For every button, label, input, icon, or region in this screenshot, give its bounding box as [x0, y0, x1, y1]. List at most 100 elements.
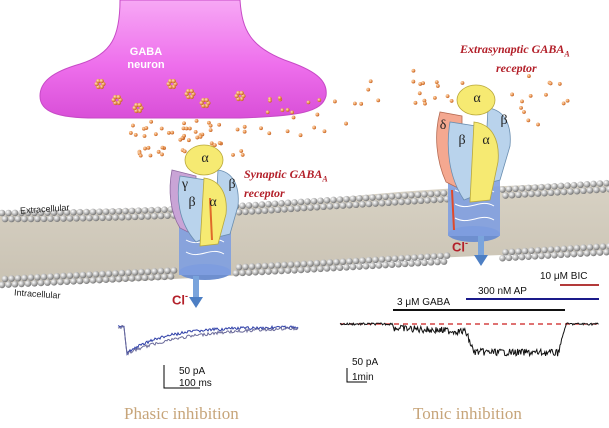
gaba-molecule	[520, 99, 524, 104]
gaba-molecule	[411, 79, 416, 84]
lipid-head	[528, 247, 535, 254]
gaba-molecule	[376, 98, 381, 103]
lipid-head	[391, 199, 399, 206]
gaba-molecule	[368, 79, 373, 84]
lipid-head	[385, 199, 392, 207]
lipid-head	[57, 209, 64, 216]
lipid-head	[339, 202, 347, 209]
lipid-head	[109, 208, 116, 215]
lipid-head	[268, 206, 275, 214]
lipid-head	[14, 274, 22, 282]
extrasynaptic-receptor	[436, 84, 511, 242]
gaba-molecule	[242, 124, 247, 129]
lipid-head	[76, 208, 84, 216]
gaba-bar-label: 3 μM GABA	[397, 297, 450, 308]
lipid-head	[505, 185, 513, 193]
lipid-head	[138, 213, 145, 220]
lipid-head	[593, 243, 600, 251]
phasic-scale-bar	[163, 365, 200, 389]
lipid-head	[5, 281, 12, 288]
lipid-head	[573, 244, 581, 252]
synaptic-receptor-label: Synaptic GABAA receptor	[244, 167, 328, 200]
vesicle-gaba	[99, 78, 104, 84]
gaba-molecule	[291, 115, 296, 120]
gaba-molecule	[290, 110, 295, 115]
lipid-head	[395, 192, 402, 200]
lipid-head	[248, 208, 256, 215]
lipid-head	[388, 193, 396, 200]
lipid-head	[24, 280, 32, 287]
lipid-head	[596, 180, 604, 187]
gaba-molecule	[460, 81, 465, 85]
lipid-head	[544, 183, 552, 191]
lipid-head	[27, 215, 35, 223]
lipid-head	[242, 263, 249, 271]
membrane-top-leaflet	[0, 179, 609, 223]
phasic-scale-labels: 50 pA 100 ms	[179, 366, 212, 390]
lipid-head	[8, 215, 15, 223]
gaba-molecule	[184, 126, 189, 131]
lipid-head	[135, 207, 142, 214]
lipid-head	[76, 277, 84, 285]
lipid-head	[541, 189, 548, 197]
vesicle-gaba	[99, 84, 104, 90]
lipid-head	[157, 267, 165, 275]
tonic-scale-time: 1min	[352, 372, 374, 383]
vesicle-gaba	[204, 103, 209, 109]
gaba-molecule	[306, 100, 311, 105]
lipid-head	[521, 247, 529, 255]
phasic-trace	[117, 324, 299, 389]
extrasynaptic-subunit-delta: δ	[439, 118, 447, 133]
lipid-head	[1, 215, 9, 223]
lipid-head	[248, 263, 256, 270]
lipid-head	[424, 253, 431, 261]
lipid-head	[47, 215, 54, 223]
extrasynaptic-receptor-label-subscript: A	[564, 49, 570, 59]
lipid-head	[79, 271, 87, 279]
lipid-head	[37, 209, 45, 217]
gaba-molecule	[332, 99, 337, 104]
lipid-head	[586, 243, 594, 251]
lipid-head	[255, 207, 262, 215]
lipid-head	[538, 183, 545, 191]
lipid-head	[603, 179, 609, 187]
lipid-head	[326, 259, 334, 266]
lipid-head	[346, 257, 353, 265]
lipid-head	[434, 190, 441, 197]
lipid-head	[154, 273, 162, 281]
lipid-head	[151, 212, 158, 220]
gaba-molecule	[194, 118, 199, 123]
lipid-head	[128, 275, 136, 282]
synaptic-subunit-gamma: γ	[181, 177, 189, 192]
lipid-head	[109, 276, 116, 283]
extrasynaptic-receptor-label: Extrasynaptic GABAA receptor	[460, 42, 570, 75]
lipid-head	[304, 198, 311, 205]
gaba-molecule	[182, 149, 187, 154]
lipid-head	[258, 201, 266, 208]
lipid-head	[317, 197, 324, 205]
vesicle-gaba	[96, 78, 101, 84]
lipid-head	[499, 254, 506, 262]
lipid-head	[11, 209, 19, 217]
lipid-head	[544, 252, 552, 259]
lipid-head	[391, 255, 399, 262]
gaba-molecule	[432, 95, 437, 100]
lipid-head	[294, 260, 301, 268]
lipid-head	[515, 191, 522, 199]
gaba-molecule	[344, 121, 348, 126]
lipid-head	[531, 184, 539, 191]
gaba-molecule	[240, 153, 245, 157]
lipid-head	[271, 200, 279, 208]
bic-bar-label: 10 μM BIC	[540, 271, 588, 282]
lipid-head	[336, 196, 344, 203]
gaba-molecule	[526, 118, 531, 123]
lipid-head	[70, 209, 77, 216]
gaba-molecule	[421, 81, 425, 86]
extrasynaptic-subunit-beta-right: β	[500, 113, 508, 128]
gaba-molecule	[285, 107, 290, 112]
lipid-head	[369, 262, 376, 270]
lipid-head	[161, 273, 168, 281]
lipid-head	[239, 202, 246, 210]
synaptic-receptor-label-name: Synaptic GABA	[244, 167, 323, 181]
